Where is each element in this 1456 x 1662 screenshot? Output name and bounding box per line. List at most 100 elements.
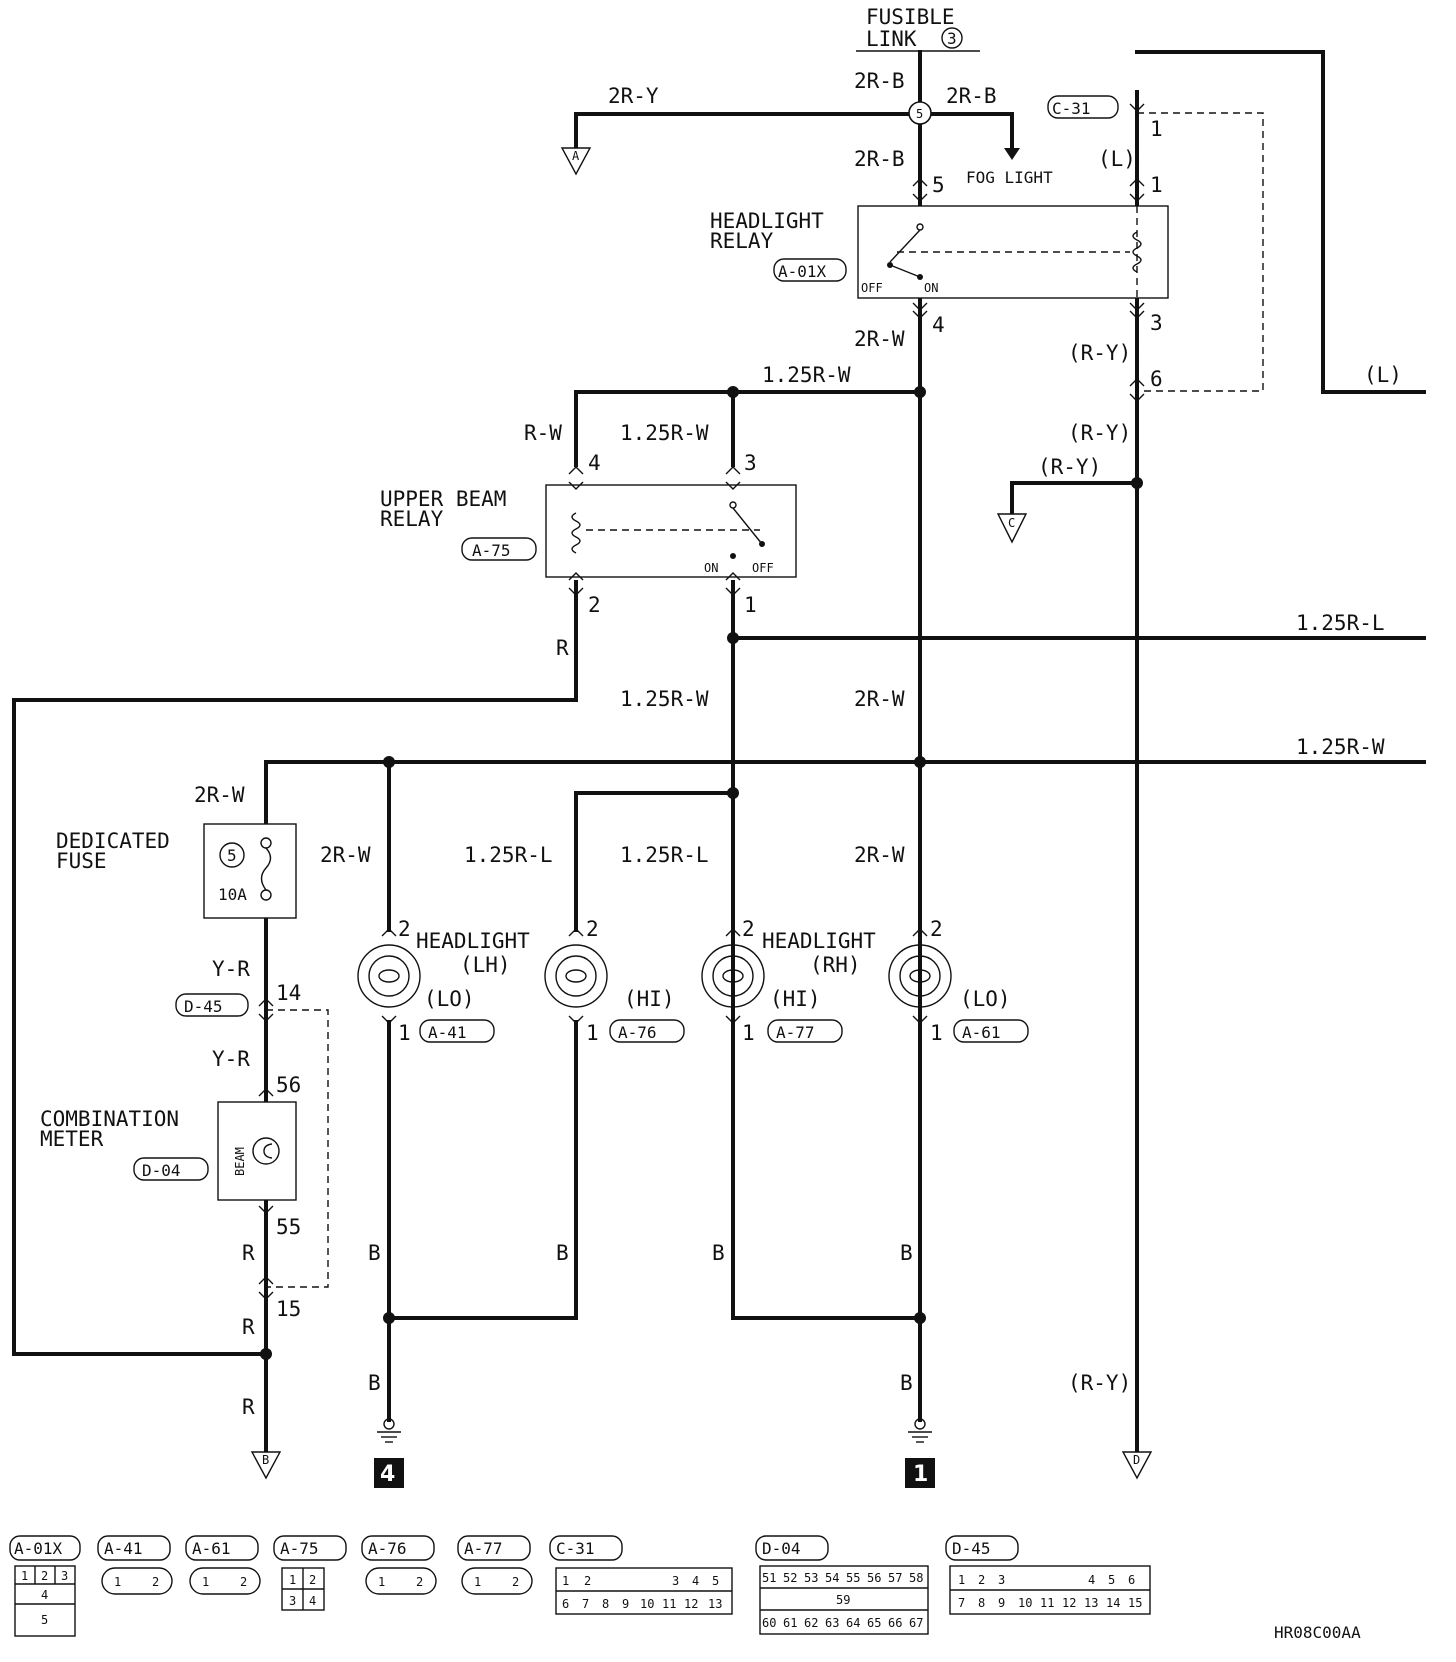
diagram-shape xyxy=(889,229,921,263)
connector-chevrons xyxy=(258,103,1145,1300)
ground-1-badge xyxy=(905,1458,935,1488)
diagram-shape xyxy=(555,955,597,997)
diagram-shape xyxy=(568,466,584,475)
diagram-shape xyxy=(1129,103,1145,112)
diagram-label: 12 xyxy=(1062,1596,1076,1610)
offpage-d-label: D xyxy=(1133,1453,1140,1467)
diagram-shape xyxy=(755,1535,829,1561)
diagram-shape xyxy=(383,1312,395,1324)
diagram-shape xyxy=(889,264,921,278)
diagram-label: 2 xyxy=(512,1575,519,1589)
diagram-shape xyxy=(133,1157,209,1181)
diagram-shape xyxy=(1129,393,1145,402)
pin-number: 3 xyxy=(744,451,757,475)
diagram-shape xyxy=(258,1291,274,1300)
headlight-relay-off: OFF xyxy=(861,281,883,295)
wire-label: 1.25R-L xyxy=(620,843,709,867)
pin-number: 15 xyxy=(276,1297,301,1321)
diagram-shape xyxy=(383,756,395,768)
c31-dashed-outline xyxy=(1136,112,1264,392)
diagram-shape xyxy=(914,1312,926,1324)
diagram-shape xyxy=(725,587,741,596)
diagram-label: 51 xyxy=(762,1571,776,1585)
diagram-shape xyxy=(899,955,941,997)
diagram-label: 54 xyxy=(825,1571,839,1585)
diagram-shape xyxy=(727,386,739,398)
diagram-shape xyxy=(574,791,735,932)
pin-number: 1 xyxy=(1150,173,1163,197)
diagram-shape xyxy=(725,1015,741,1024)
diagram-label: 61 xyxy=(783,1616,797,1630)
junction-dots xyxy=(260,386,1143,1360)
diagram-shape xyxy=(732,507,763,545)
diagram-shape xyxy=(12,580,578,1356)
legend-a76-code: A-76 xyxy=(368,1539,407,1558)
diagram-label: 2 xyxy=(978,1573,985,1587)
diagram-shape xyxy=(1129,310,1145,319)
diagram-label: 4 xyxy=(41,1588,48,1602)
diagram-label: 1 xyxy=(114,1575,121,1589)
diagram-shape xyxy=(759,1565,929,1635)
offpage-d-icon xyxy=(1121,1451,1153,1480)
pin-number: 5 xyxy=(932,173,945,197)
diagram-label: 10 xyxy=(1018,1596,1032,1610)
diagram-shape xyxy=(357,944,421,1008)
headlight-lh-side: (LH) xyxy=(460,953,511,977)
ground-1: 1 xyxy=(905,1418,935,1488)
diagram-shape xyxy=(97,1535,171,1561)
diagram-label: 3 xyxy=(61,1569,68,1583)
fusible-link-label: FUSIBLE xyxy=(866,5,955,29)
diagram-label: 13 xyxy=(1084,1596,1098,1610)
diagram-shape xyxy=(730,553,736,559)
wire-label: 2R-W xyxy=(854,327,905,351)
d45-dashed-outline xyxy=(265,1009,329,1288)
wire-label: 1.25R-L xyxy=(1296,611,1385,635)
wire-label: 1.25R-W xyxy=(1296,735,1385,759)
diagram-label: 60 xyxy=(762,1616,776,1630)
diagram-shape xyxy=(1129,193,1145,202)
wire-label: Y-R xyxy=(212,957,250,981)
diagram-shape xyxy=(912,302,928,311)
diagram-shape xyxy=(909,969,931,983)
diagram-label: 15 xyxy=(1128,1596,1142,1610)
dedicated-fuse-number: 5 xyxy=(227,846,237,865)
junction-number: 5 xyxy=(916,107,923,121)
fog-light-arrow-icon xyxy=(1004,148,1020,160)
diagram-label: 6 xyxy=(1128,1573,1135,1587)
headlight-rh-title: HEADLIGHT xyxy=(762,929,876,953)
diagram-label: 2 xyxy=(240,1575,247,1589)
diagram-label: 1 xyxy=(562,1574,569,1588)
wire-label: 1.25R-W xyxy=(762,363,851,387)
diagram-label: 14 xyxy=(1106,1596,1120,1610)
diagram-shape xyxy=(461,1567,533,1595)
diagram-label: 3 xyxy=(289,1594,296,1608)
wire-label: B xyxy=(712,1241,725,1265)
offpage-b-icon xyxy=(250,1451,282,1480)
diagram-shape xyxy=(381,928,397,937)
diagram-shape xyxy=(368,955,410,997)
diagram-label: 57 xyxy=(888,1571,902,1585)
c31-code-frame xyxy=(1047,95,1119,119)
diagram-shape xyxy=(857,205,1169,299)
wire-label: (L) xyxy=(1098,147,1136,171)
diagram-label: 13 xyxy=(708,1597,722,1611)
diagram-label: 1 xyxy=(958,1573,965,1587)
diagram-label: 9 xyxy=(622,1597,629,1611)
diagram-shape xyxy=(1010,481,1139,516)
wire-label: 2R-W xyxy=(854,687,905,711)
ground-4-number: 4 xyxy=(380,1462,395,1487)
legend-a41-code: A-41 xyxy=(104,1539,143,1558)
headlight-relay-title: HEADLIGHT xyxy=(710,209,824,233)
diagram-shape xyxy=(273,1535,347,1561)
diagram-shape xyxy=(568,587,584,596)
diagram-shape xyxy=(727,632,739,644)
wire-label: 2R-B xyxy=(946,84,997,108)
diagram-shape xyxy=(725,481,741,490)
diagram-shape xyxy=(722,969,744,983)
wire-label: 2R-B xyxy=(854,69,905,93)
pin-number: 55 xyxy=(276,1215,301,1239)
lamp-a61-code-frame xyxy=(953,1019,1029,1043)
diagram-label: 1 xyxy=(21,1569,28,1583)
diagram-shape xyxy=(457,1535,531,1561)
diagram-shape xyxy=(945,1535,1019,1561)
